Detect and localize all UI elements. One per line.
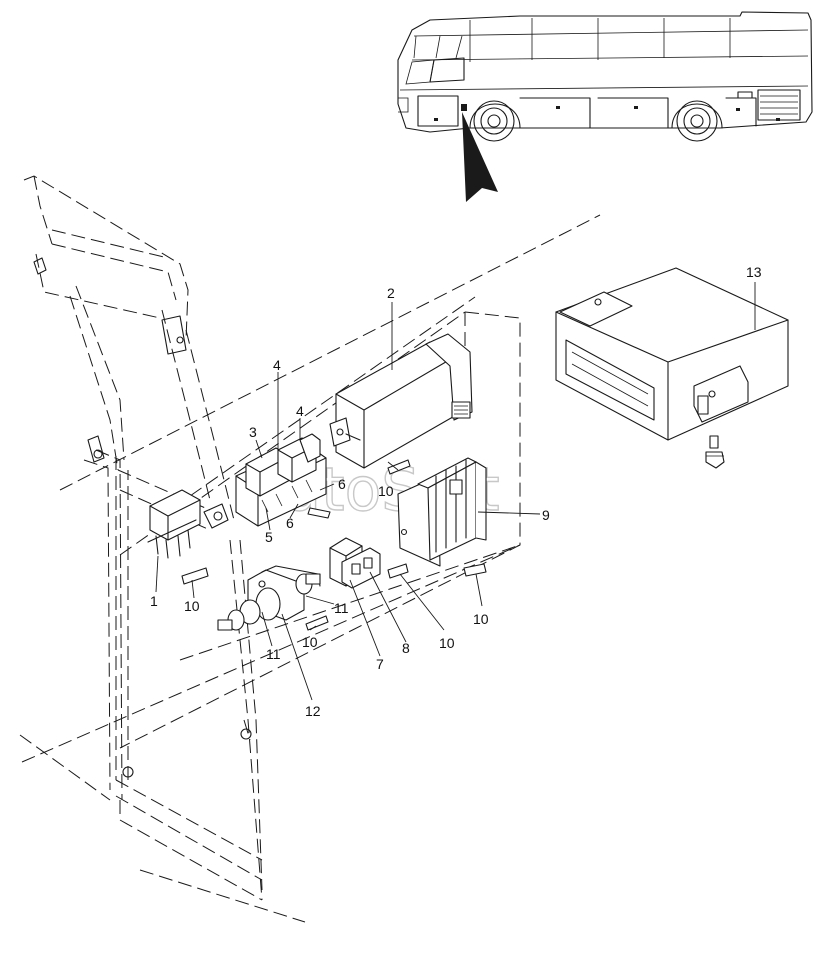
callout-10: 10 — [439, 635, 455, 651]
callout-10: 10 — [184, 598, 200, 614]
callout-4: 4 — [273, 357, 281, 373]
screws-part-10 — [181, 459, 487, 631]
callout-9: 9 — [542, 507, 550, 523]
part-1-frame-relay — [147, 489, 229, 559]
frame-bracket-hardware — [33, 257, 252, 778]
part-12-fuse-holder — [217, 565, 321, 631]
part-2-relay-module — [329, 333, 473, 469]
callout-12: 12 — [305, 703, 321, 719]
callout-7: 7 — [376, 656, 384, 672]
mounting-outline-dashed — [19, 214, 601, 923]
callout-1: 1 — [150, 593, 158, 609]
callout-4: 4 — [296, 403, 304, 419]
door-frame-dashed — [23, 175, 263, 901]
callout-6: 6 — [338, 476, 346, 492]
callout-5: 5 — [265, 529, 273, 545]
callout-10: 10 — [473, 611, 489, 627]
callout-13: 13 — [746, 264, 762, 280]
leader-lines — [155, 282, 756, 701]
callout-10: 10 — [378, 483, 394, 499]
callout-6: 6 — [286, 515, 294, 531]
part-8-connector-plug — [341, 547, 381, 589]
location-arrow — [462, 112, 498, 202]
callout-3: 3 — [249, 424, 257, 440]
part-13-control-unit — [555, 267, 789, 469]
callout-11: 11 — [266, 646, 281, 662]
callout-10: 10 — [302, 634, 318, 650]
bus-overview-illustration — [397, 11, 813, 142]
part-4-relay — [277, 433, 321, 483]
callout-2: 2 — [387, 285, 395, 301]
callout-labels: 13 2 4 4 3 6 6 5 10 9 1 10 11 11 10 12 7… — [150, 264, 762, 719]
part-9-heat-sink — [397, 457, 487, 567]
callout-11: 11 — [334, 600, 349, 616]
callout-8: 8 — [402, 640, 410, 656]
